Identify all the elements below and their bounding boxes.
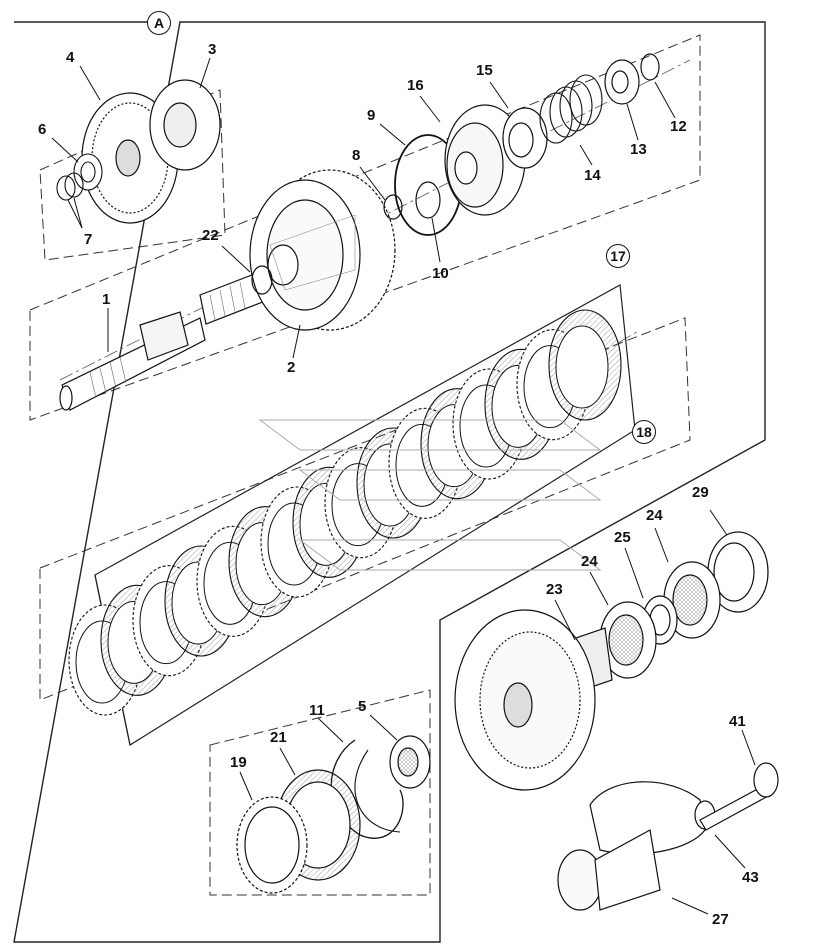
bearing-24a <box>663 561 721 639</box>
label-13: 13 <box>630 141 647 158</box>
leader-lines <box>51 57 756 915</box>
snap-ring-10 <box>415 181 441 219</box>
label-11: 11 <box>309 702 325 719</box>
shaft-1 <box>59 267 279 411</box>
bearing-24b <box>599 601 657 679</box>
watermark <box>258 419 602 571</box>
ring-5-wire <box>354 749 401 833</box>
bearing-6 <box>73 153 103 191</box>
label-2: 2 <box>287 359 296 376</box>
ring-8 <box>383 194 403 220</box>
rings-7 <box>56 172 84 201</box>
callout-18: 18 <box>632 420 656 444</box>
label-8: 8 <box>352 147 361 164</box>
bolt-41 <box>699 762 779 831</box>
label-4: 4 <box>66 49 75 66</box>
label-12: 12 <box>670 118 687 135</box>
spring-14 <box>539 74 603 144</box>
label-6: 6 <box>38 121 47 138</box>
label-21: 21 <box>270 729 287 746</box>
label-24-lower: 24 <box>581 553 598 570</box>
label-25: 25 <box>614 529 631 546</box>
bearing-15 <box>502 107 548 169</box>
label-9: 9 <box>367 107 376 124</box>
callout-a: A <box>147 11 171 35</box>
group-a-frame <box>13 21 766 943</box>
label-3: 3 <box>208 41 217 58</box>
clutch-plates <box>68 309 622 716</box>
gear-3 <box>149 79 221 171</box>
ring-12 <box>640 53 660 81</box>
label-16: 16 <box>407 77 424 94</box>
gear-drum-2 <box>249 169 396 331</box>
plate-19 <box>236 796 308 894</box>
label-23: 23 <box>546 581 563 598</box>
label-22: 22 <box>202 227 219 244</box>
plate-bore <box>555 325 609 409</box>
washer-13 <box>604 59 640 105</box>
label-5: 5 <box>358 698 367 715</box>
label-7: 7 <box>84 231 93 248</box>
callout-17: 17 <box>606 244 630 268</box>
label-1: 1 <box>102 291 111 308</box>
label-43: 43 <box>742 869 759 886</box>
yoke-27 <box>557 781 716 911</box>
label-15: 15 <box>476 62 493 79</box>
bearing-5 <box>389 735 431 789</box>
gear-23 <box>454 609 613 791</box>
label-10: 10 <box>432 265 449 282</box>
label-29: 29 <box>692 484 709 501</box>
label-24-upper: 24 <box>646 507 663 524</box>
label-41: 41 <box>729 713 746 730</box>
label-27: 27 <box>712 911 729 928</box>
label-14: 14 <box>584 167 601 184</box>
label-19: 19 <box>230 754 247 771</box>
ring-22 <box>251 265 273 295</box>
